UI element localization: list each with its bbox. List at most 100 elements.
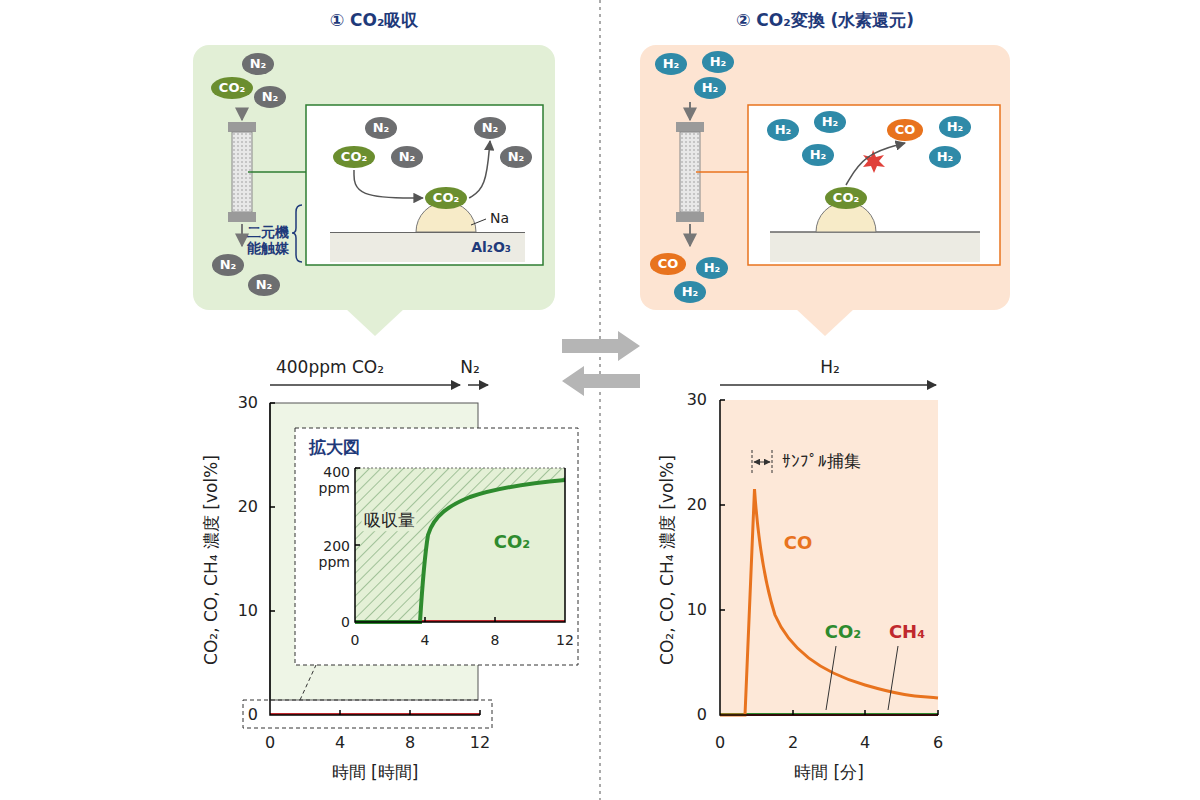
molecule: H₂ — [802, 144, 835, 166]
gas-label: H₂ — [820, 358, 840, 378]
axis-tick: 10 — [687, 601, 707, 619]
support-layer: Al₂O₃ — [330, 232, 525, 262]
node-text: H₂ — [810, 147, 827, 162]
axis-tick: 0 — [697, 706, 707, 724]
node-text: H₂ — [710, 54, 727, 69]
node-text: N₂ — [399, 149, 416, 164]
catalyst-label: 二元機能触媒 — [246, 224, 290, 256]
axis-tick: 0 — [351, 632, 360, 648]
axis-tick: 200 ppm — [310, 538, 350, 570]
node-text: N₂ — [262, 89, 279, 104]
axis-tick: 20 — [238, 498, 258, 516]
molecule: H₂ — [694, 77, 727, 99]
node-text: H₂ — [775, 122, 792, 137]
part-label: Na — [490, 210, 509, 226]
molecule: N₂ — [365, 117, 398, 139]
node-text: N₂ — [220, 257, 237, 272]
molecule: H₂ — [702, 51, 735, 73]
flow-arrow — [846, 143, 905, 185]
molecule: H₂ — [696, 257, 729, 279]
node-text: H₂ — [822, 114, 839, 129]
axis-title: CO₂, CO, CH₄ 濃度 [vol%] — [202, 455, 222, 665]
molecule: H₂ — [674, 281, 707, 303]
gas-label: N₂ — [460, 358, 480, 378]
molecule: N₂ — [242, 53, 275, 75]
inset-title: 拡大図 — [309, 438, 360, 458]
axis-tick: 30 — [687, 391, 707, 409]
stage-panel: ② CO₂変換 (水素還元)H₂H₂H₂H₂H₂H₂COH₂H₂CO₂COH₂H… — [640, 45, 1010, 310]
node-text: H₂ — [663, 56, 680, 71]
divider — [599, 0, 601, 800]
node-text: CO₂ — [833, 190, 859, 205]
node-text: CO — [895, 122, 916, 137]
node-text: H₂ — [682, 284, 699, 299]
axis-tick: 10 — [238, 602, 258, 620]
stage-panel: ① CO₂吸収N₂CO₂N₂N₂N₂N₂CO₂N₂N₂N₂CO₂Al₂O₃ — [193, 45, 555, 310]
molecule: CO — [887, 119, 924, 141]
molecule: H₂ — [929, 146, 962, 168]
series-label: CO — [784, 533, 813, 554]
area-label: 吸収量 — [362, 511, 417, 531]
molecule: CO₂ — [333, 146, 375, 168]
axis-tick: 30 — [238, 394, 258, 412]
series-label: CO₂ — [825, 622, 861, 643]
axis-tick: 4 — [335, 734, 345, 752]
node-text: CO₂ — [219, 80, 245, 95]
node-text: N₂ — [256, 277, 273, 292]
inset-left — [292, 105, 543, 265]
node-text: H₂ — [937, 149, 954, 164]
cycle-arrows — [562, 331, 640, 396]
axis-tick: 0 — [715, 734, 725, 752]
node-text: H₂ — [702, 80, 719, 95]
molecule: N₂ — [391, 146, 424, 168]
axis-tick: 0 — [341, 614, 350, 630]
axis-tick: 8 — [491, 632, 500, 648]
molecule: H₂ — [767, 119, 800, 141]
molecule: N₂ — [248, 274, 281, 296]
node-text: N₂ — [482, 120, 499, 135]
node-text: N₂ — [373, 120, 390, 135]
axis-tick: 12 — [556, 632, 574, 648]
axis-title: 時間 [時間] — [332, 763, 419, 783]
axis-tick: 4 — [860, 734, 870, 752]
node-text: CO₂ — [341, 149, 367, 164]
series-label: CO₂ — [494, 532, 530, 553]
molecule: H₂ — [655, 53, 688, 75]
chart-right — [720, 385, 938, 715]
axis-tick: 20 — [687, 496, 707, 514]
molecule: CO₂ — [425, 187, 467, 209]
panel-heading: ① CO₂吸収 — [193, 9, 555, 32]
molecule: CO — [650, 253, 687, 275]
axis-tick: 400 ppm — [310, 464, 350, 496]
annotation: ｻﾝﾌﾟﾙ捕集 — [782, 452, 861, 472]
axis-tick: 8 — [405, 734, 415, 752]
panel-grounds — [193, 45, 1010, 336]
axis-tick: 2 — [788, 734, 798, 752]
flow-arrow — [469, 141, 490, 198]
gas-label: 400ppm CO₂ — [276, 358, 384, 378]
panel-heading: ② CO₂変換 (水素還元) — [640, 9, 1010, 32]
molecule: H₂ — [814, 111, 847, 133]
node-text: Al₂O₃ — [471, 239, 511, 255]
node-text: CO₂ — [433, 190, 459, 205]
chart-left — [243, 385, 578, 728]
axis-title: CO₂, CO, CH₄ 濃度 [vol%] — [658, 455, 678, 665]
molecule: N₂ — [500, 146, 533, 168]
node-text: H₂ — [947, 119, 964, 134]
series-label: CH₄ — [889, 622, 925, 643]
inset-right — [748, 105, 1000, 265]
axis-title: 時間 [分] — [794, 763, 864, 783]
molecule: H₂ — [939, 116, 972, 138]
axis-tick: 0 — [248, 706, 258, 724]
node-text: N₂ — [508, 149, 525, 164]
molecule: N₂ — [212, 254, 245, 276]
node-text: N₂ — [250, 56, 267, 71]
flow-arrow — [354, 170, 423, 198]
axis-tick: 6 — [933, 734, 943, 752]
molecule: N₂ — [254, 86, 287, 108]
axis-tick: 12 — [470, 734, 490, 752]
